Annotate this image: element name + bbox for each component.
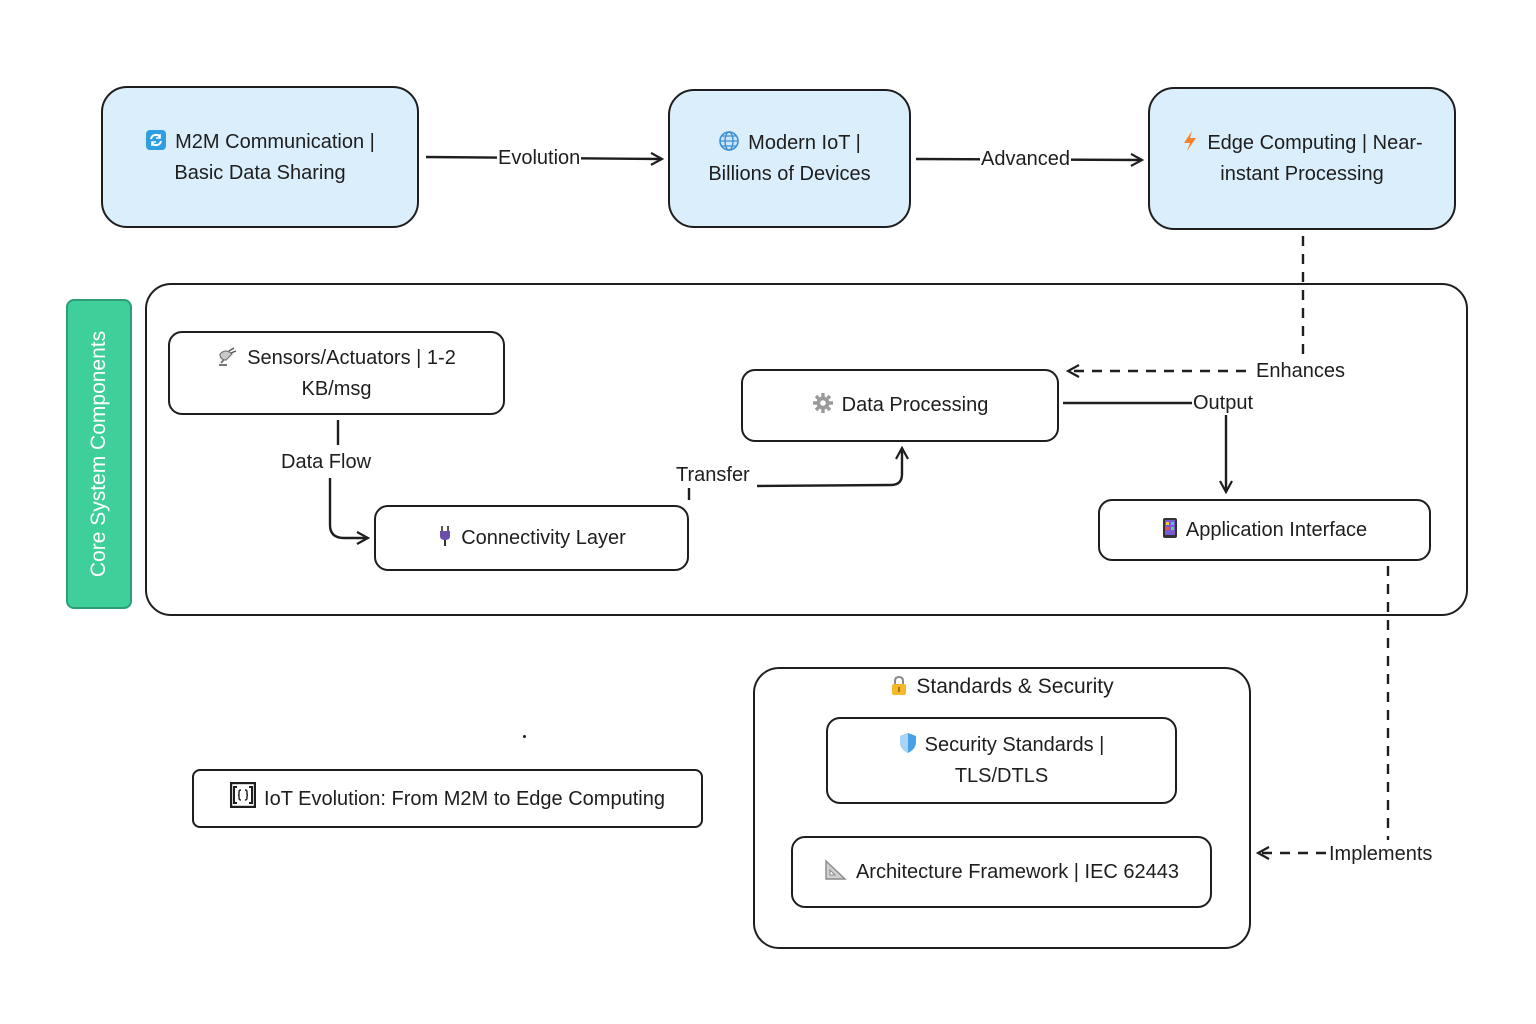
standards-security-group xyxy=(753,667,1251,949)
m2m-node[interactable]: M2M Communication | Basic Data Sharing xyxy=(101,86,419,228)
core-components-group xyxy=(145,283,1468,616)
edge-connectivity-to-processing xyxy=(687,448,902,500)
plug-icon xyxy=(437,524,453,554)
security-standards-line1: Security Standards | xyxy=(924,734,1105,756)
connectivity-node[interactable]: Connectivity Layer xyxy=(374,505,689,571)
triangular-ruler-icon xyxy=(824,858,848,888)
edge-edge-to-processing xyxy=(1068,236,1305,371)
shield-icon xyxy=(899,731,917,761)
core-components-tab: Core System Components xyxy=(66,299,132,609)
sensors-line2: KB/msg xyxy=(301,377,372,400)
transfer-label: Transfer xyxy=(675,463,751,487)
connectivity-label: Connectivity Layer xyxy=(461,526,626,549)
modern-iot-line2: Billions of Devices xyxy=(708,163,871,185)
standards-security-title: Standards & Security xyxy=(754,672,1250,703)
modern-iot-node[interactable]: Modern IoT | Billions of Devices xyxy=(668,89,911,228)
architecture-framework-label: Architecture Framework | IEC 62443 xyxy=(855,860,1180,883)
m2m-line2: Basic Data Sharing xyxy=(174,161,346,184)
globe-icon xyxy=(718,129,740,159)
refresh-icon xyxy=(145,128,167,158)
edge-line2: instant Processing xyxy=(1220,163,1384,185)
mobile-icon xyxy=(1162,516,1178,546)
architecture-framework-node[interactable]: Architecture Framework | IEC 62443 xyxy=(791,836,1212,908)
edge-computing-node[interactable]: Edge Computing | Near- instant Processin… xyxy=(1148,87,1456,230)
core-components-title: Core System Components xyxy=(87,330,110,578)
edge-line1: Edge Computing | Near- xyxy=(1207,132,1423,154)
application-interface-node[interactable]: Application Interface xyxy=(1098,499,1431,561)
sensors-node[interactable]: Sensors/Actuators | 1-2 KB/msg xyxy=(168,331,505,415)
lightning-icon xyxy=(1181,129,1199,159)
security-standards-node[interactable]: Security Standards | TLS/DTLS xyxy=(826,717,1177,804)
enhances-label: Enhances xyxy=(1255,359,1346,383)
sensors-line1: Sensors/Actuators | 1-2 xyxy=(247,346,456,369)
implements-label: Implements xyxy=(1328,842,1434,866)
edge-app-to-standards xyxy=(1258,566,1390,853)
m2m-line1: M2M Communication | xyxy=(175,130,375,153)
security-standards-line2: TLS/DTLS xyxy=(954,765,1049,787)
data-processing-label: Data Processing xyxy=(841,394,989,416)
evolution-label: Evolution xyxy=(497,146,582,170)
data-flow-label: Data Flow xyxy=(280,450,373,474)
satellite-antenna-icon xyxy=(217,344,239,374)
standards-security-title-text: Standards & Security xyxy=(916,675,1114,698)
brackets-icon xyxy=(229,781,257,815)
output-label: Output xyxy=(1192,391,1255,415)
data-processing-node[interactable]: Data Processing xyxy=(741,369,1059,442)
advanced-label: Advanced xyxy=(980,147,1071,171)
diagram-caption: IoT Evolution: From M2M to Edge Computin… xyxy=(192,769,703,828)
gear-icon xyxy=(812,391,834,421)
modern-iot-line1: Modern IoT | xyxy=(748,132,861,154)
application-interface-label: Application Interface xyxy=(1185,518,1368,541)
diagram-caption-text: IoT Evolution: From M2M to Edge Computin… xyxy=(264,788,665,810)
edge-sensors-to-connectivity xyxy=(328,420,368,538)
lock-icon xyxy=(890,673,908,703)
stray-dot xyxy=(523,735,526,738)
